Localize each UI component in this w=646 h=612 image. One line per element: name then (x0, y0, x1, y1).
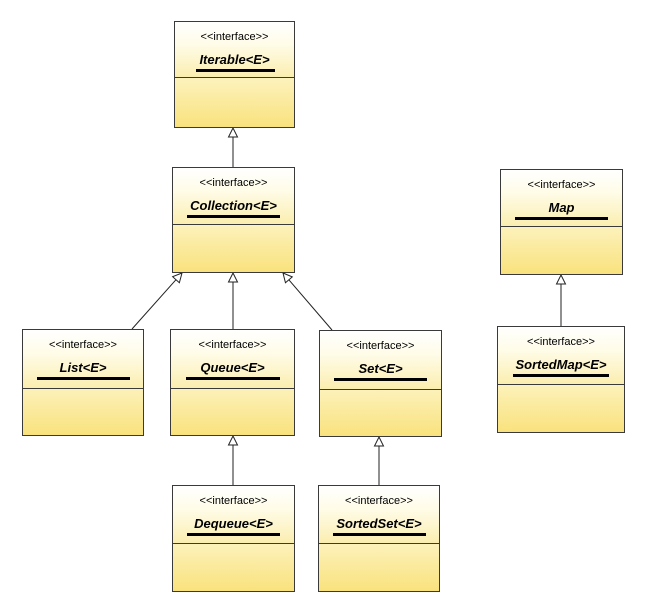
edge-sortedmap-to-map (555, 273, 567, 326)
name-underline (187, 533, 280, 536)
class-name: SortedSet<E> (336, 516, 422, 531)
class-name: Set<E> (358, 361, 403, 376)
interface-sortedmap[interactable]: <<interface>> SortedMap<E> (497, 326, 625, 433)
class-name: Map (548, 200, 575, 215)
stereotype-label: <<interface>> (527, 179, 596, 191)
class-name: Iterable<E> (199, 52, 270, 67)
class-name: SortedMap<E> (515, 357, 607, 372)
generalization-arrowhead (555, 273, 567, 285)
generalization-arrowhead (171, 272, 183, 284)
edge-set-to-collection (282, 272, 333, 331)
name-underline (333, 533, 426, 536)
name-underline (515, 217, 608, 220)
class-name: Dequeue<E> (194, 516, 273, 531)
edge-queue-to-collection (227, 271, 239, 329)
name-underline (187, 215, 280, 218)
generalization-arrowhead (282, 272, 294, 284)
name-underline (196, 69, 275, 72)
name-underline (186, 377, 280, 380)
interface-list[interactable]: <<interface>> List<E> (22, 329, 144, 436)
interface-map[interactable]: <<interface>> Map (500, 169, 623, 275)
stereotype-label: <<interface>> (199, 495, 268, 507)
edge-collection-to-iterable (227, 126, 239, 167)
class-name: Queue<E> (200, 360, 265, 375)
edge-list-to-collection (131, 272, 183, 330)
name-underline (513, 374, 609, 377)
interface-sortedset[interactable]: <<interface>> SortedSet<E> (318, 485, 440, 592)
interface-iterable[interactable]: <<interface>> Iterable<E> (174, 21, 295, 128)
inheritance-line (131, 279, 177, 330)
generalization-arrowhead (373, 435, 385, 447)
stereotype-label: <<interface>> (200, 31, 269, 43)
stereotype-label: <<interface>> (346, 340, 415, 352)
stereotype-label: <<interface>> (345, 495, 413, 507)
stereotype-label: <<interface>> (198, 339, 267, 351)
stereotype-label: <<interface>> (199, 177, 268, 189)
generalization-arrowhead (227, 434, 239, 446)
interface-collection[interactable]: <<interface>> Collection<E> (172, 167, 295, 273)
edge-deque-to-queue (227, 434, 239, 485)
class-name: List<E> (59, 360, 107, 375)
stereotype-label: <<interface>> (49, 339, 117, 351)
name-underline (37, 377, 130, 380)
generalization-arrowhead (227, 271, 239, 283)
generalization-arrowhead (227, 126, 239, 138)
interface-dequeue[interactable]: <<interface>> Dequeue<E> (172, 485, 295, 592)
class-name: Collection<E> (190, 198, 277, 213)
edge-sortedset-to-set (373, 435, 385, 485)
name-underline (334, 378, 427, 381)
stereotype-label: <<interface>> (527, 336, 595, 348)
inheritance-line (288, 279, 333, 331)
interface-queue[interactable]: <<interface>> Queue<E> (170, 329, 295, 436)
interface-set[interactable]: <<interface>> Set<E> (319, 330, 442, 437)
